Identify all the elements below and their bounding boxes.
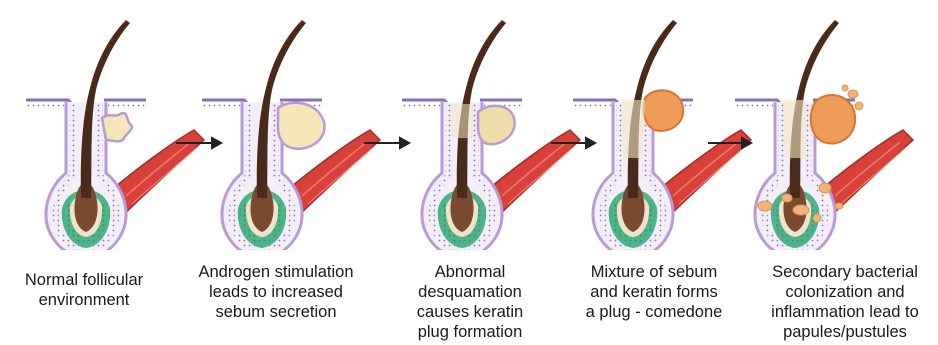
caption-stage-3: Abnormal desquamation causes keratin plu… xyxy=(392,262,548,342)
caption-stage-1: Normal follicular environment xyxy=(4,270,164,310)
caption-line: leads to increased xyxy=(178,282,374,302)
caption-stage-5: Secondary bacterial colonization and inf… xyxy=(754,262,936,342)
caption-line: Abnormal xyxy=(392,262,548,282)
follicle-stage-3 xyxy=(402,20,580,250)
follicle-stage-5 xyxy=(735,20,913,250)
caption-line: environment xyxy=(4,290,164,310)
caption-line: plug formation xyxy=(392,322,548,342)
sebaceous-gland-normal xyxy=(102,113,132,141)
caption-line: and keratin forms xyxy=(566,282,742,302)
comedone xyxy=(643,90,683,131)
caption-stage-2: Androgen stimulation leads to increased … xyxy=(178,262,374,322)
caption-line: a plug - comedone xyxy=(566,302,742,322)
caption-line: Normal follicular xyxy=(4,270,164,290)
diagram-figure xyxy=(0,0,938,250)
keratin-plug-gland xyxy=(478,106,515,144)
follicle-stage-2 xyxy=(202,20,380,250)
caption-line: causes keratin xyxy=(392,302,548,322)
caption-stage-4: Mixture of sebum and keratin forms a plu… xyxy=(566,262,742,322)
inflamed-lesion xyxy=(811,95,855,144)
caption-line: desquamation xyxy=(392,282,548,302)
caption-line: sebum secretion xyxy=(178,302,374,322)
caption-line: Secondary bacterial xyxy=(754,262,936,282)
caption-line: Mixture of sebum xyxy=(566,262,742,282)
sebaceous-gland-enlarged xyxy=(278,103,325,149)
caption-line: colonization and xyxy=(754,282,936,302)
caption-line: Androgen stimulation xyxy=(178,262,374,282)
caption-line: inflammation lead to xyxy=(754,302,936,322)
follicle-stage-1 xyxy=(26,20,204,250)
follicle-stage-4 xyxy=(573,20,751,250)
caption-line: papules/pustules xyxy=(754,322,936,342)
